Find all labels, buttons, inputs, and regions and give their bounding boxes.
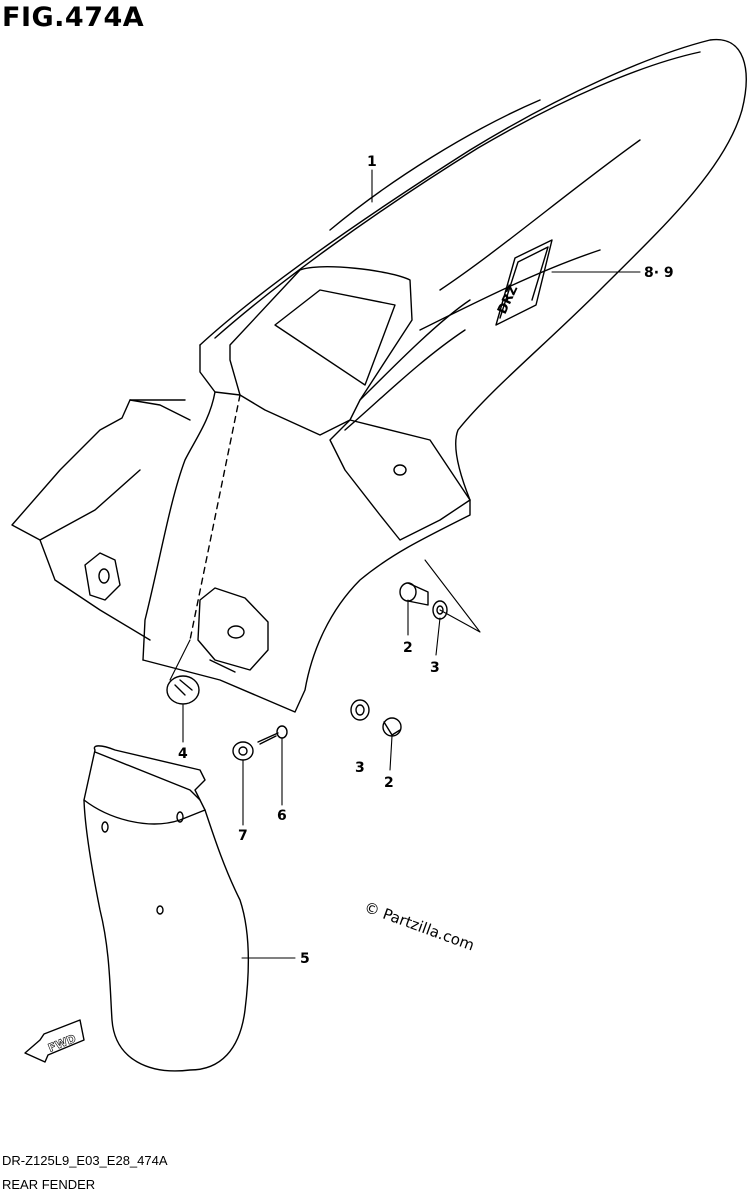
- diagram-name: REAR FENDER: [2, 1177, 96, 1192]
- screw-part-6: [257, 725, 288, 745]
- grommet-part-4: [166, 675, 200, 705]
- callout-2-lower: 2: [384, 775, 394, 791]
- callout-3-upper: 3: [430, 660, 440, 676]
- callout-4: 4: [178, 746, 188, 762]
- decal-part-8-9: [495, 239, 553, 326]
- bolt-part-2a: [399, 582, 429, 606]
- callout-2-upper: 2: [403, 640, 413, 656]
- diagram-code: DR-Z125L9_E03_E28_474A: [2, 1153, 168, 1168]
- callout-6: 6: [277, 808, 287, 824]
- callout-1: 1: [367, 154, 377, 170]
- callout-3-lower: 3: [355, 760, 365, 776]
- nut-part-3b: [350, 699, 370, 721]
- callout-5: 5: [300, 951, 310, 967]
- fwd-label: FWD: [46, 1032, 78, 1055]
- callout-8-9: 8· 9: [644, 265, 674, 281]
- mud-flap-part-5: [83, 745, 249, 1072]
- bolt-part-2b: [382, 717, 402, 737]
- rear-fender-part-1: [11, 38, 747, 713]
- washer-part-7: [232, 741, 254, 761]
- figure-title: FIG.474A: [2, 2, 145, 33]
- decal-text: DRZ: [495, 283, 521, 317]
- leader-lines: [169, 169, 641, 959]
- forward-arrow-icon: [24, 1019, 85, 1063]
- callout-7: 7: [238, 828, 248, 844]
